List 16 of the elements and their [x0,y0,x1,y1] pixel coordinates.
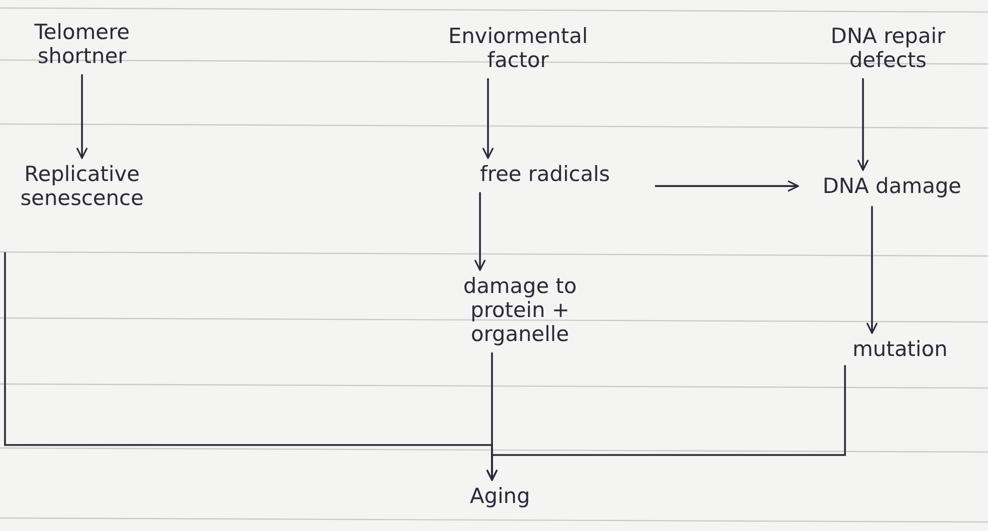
node-text: DNA repair defects [813,22,963,74]
arrow [76,74,88,159]
node-text: Telomere shortner [17,18,147,70]
node-text: free radicals [455,160,635,188]
node-text: damage to protein + organelle [430,272,610,348]
node-text: Replicative senescence [0,160,167,212]
arrow [857,78,869,171]
arrow [655,180,799,192]
arrow [486,365,846,481]
arrow [474,192,486,271]
node-text: Aging [450,482,550,510]
node-text: DNA damage [802,172,982,200]
arrow [866,206,878,334]
arrow [482,78,494,159]
node-text: mutation [830,335,970,364]
node-text: Enviormental factor [423,22,613,74]
